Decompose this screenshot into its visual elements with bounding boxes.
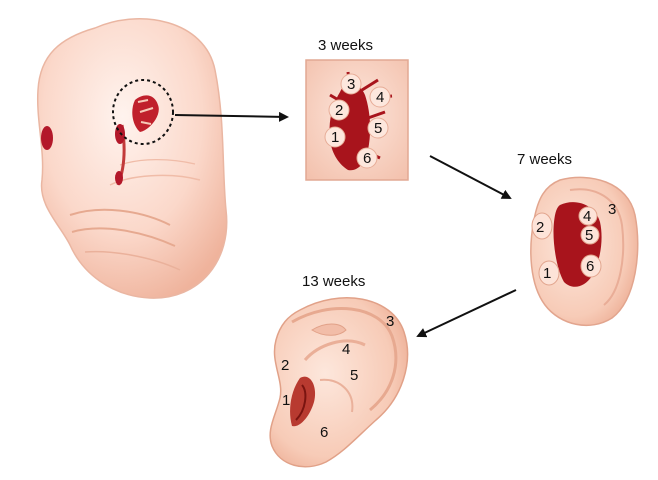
- hillock-2: 2: [536, 219, 544, 236]
- highlight-circle: [112, 79, 174, 145]
- hillock-2: 2: [281, 357, 289, 374]
- embryo-eye: [41, 126, 53, 150]
- stage-3-weeks-label: 3 weeks: [318, 37, 373, 54]
- hillock-2: 2: [335, 102, 343, 119]
- hillock-3: 3: [347, 76, 355, 93]
- embryo-illustration: [36, 18, 228, 299]
- hillock-6: 6: [363, 150, 371, 167]
- hillock-5: 5: [585, 227, 593, 244]
- hillock-1: 1: [282, 392, 290, 409]
- stage-7-weeks: 7 weeks 2 1 4 5 6 3: [517, 151, 639, 326]
- arrow-icon: [174, 111, 289, 122]
- stage-13-weeks-label: 13 weeks: [302, 273, 365, 290]
- hillock-4: 4: [342, 341, 350, 358]
- arrow-icon: [429, 155, 512, 199]
- hillock-6: 6: [320, 424, 328, 441]
- stage-13-weeks: 13 weeks 3 4 5 2 1 6: [269, 273, 409, 468]
- hillock-3: 3: [608, 201, 616, 218]
- stage-3-weeks: 3 weeks 3 2 1 4 5 6: [305, 37, 409, 181]
- hillock-1: 1: [543, 265, 551, 282]
- hillock-3: 3: [386, 313, 394, 330]
- hillock-5: 5: [374, 120, 382, 137]
- arrow-icon: [416, 289, 517, 338]
- hillock-5: 5: [350, 367, 358, 384]
- hillock-4: 4: [376, 89, 384, 106]
- stage-7-weeks-label: 7 weeks: [517, 151, 572, 168]
- hillock-6: 6: [586, 258, 594, 275]
- hillock-1: 1: [331, 129, 339, 146]
- hillock-4: 4: [583, 208, 591, 225]
